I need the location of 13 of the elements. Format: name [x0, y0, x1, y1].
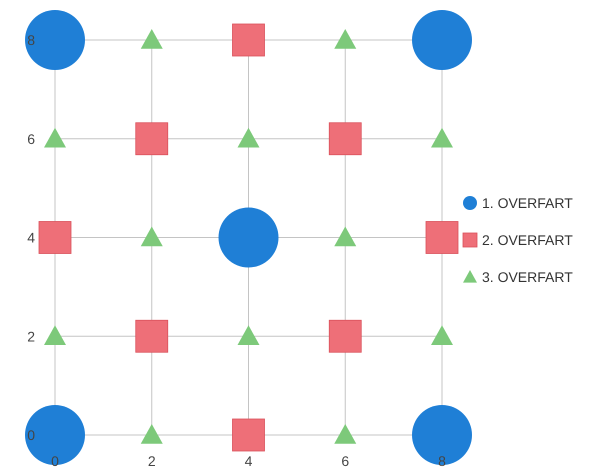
- axis-tick-label: 2: [148, 453, 156, 469]
- axis-tick-label: 6: [341, 453, 350, 469]
- axis-tick-label: 4: [244, 453, 252, 469]
- legend-label: 1. OVERFART: [482, 195, 573, 211]
- axis-tick-label: 2: [27, 328, 35, 344]
- axis-tick-label: 4: [27, 230, 35, 246]
- axis-tick-label: 0: [51, 453, 59, 469]
- axis-tick-label: 8: [27, 32, 35, 48]
- axis-tick-label: 6: [27, 130, 35, 147]
- legend-label: 2. OVERFART: [482, 232, 573, 248]
- axis-tick-label: 8: [438, 453, 446, 469]
- legend-label: 3. OVERFART: [482, 269, 573, 285]
- axis-tick-label: 0: [27, 427, 35, 443]
